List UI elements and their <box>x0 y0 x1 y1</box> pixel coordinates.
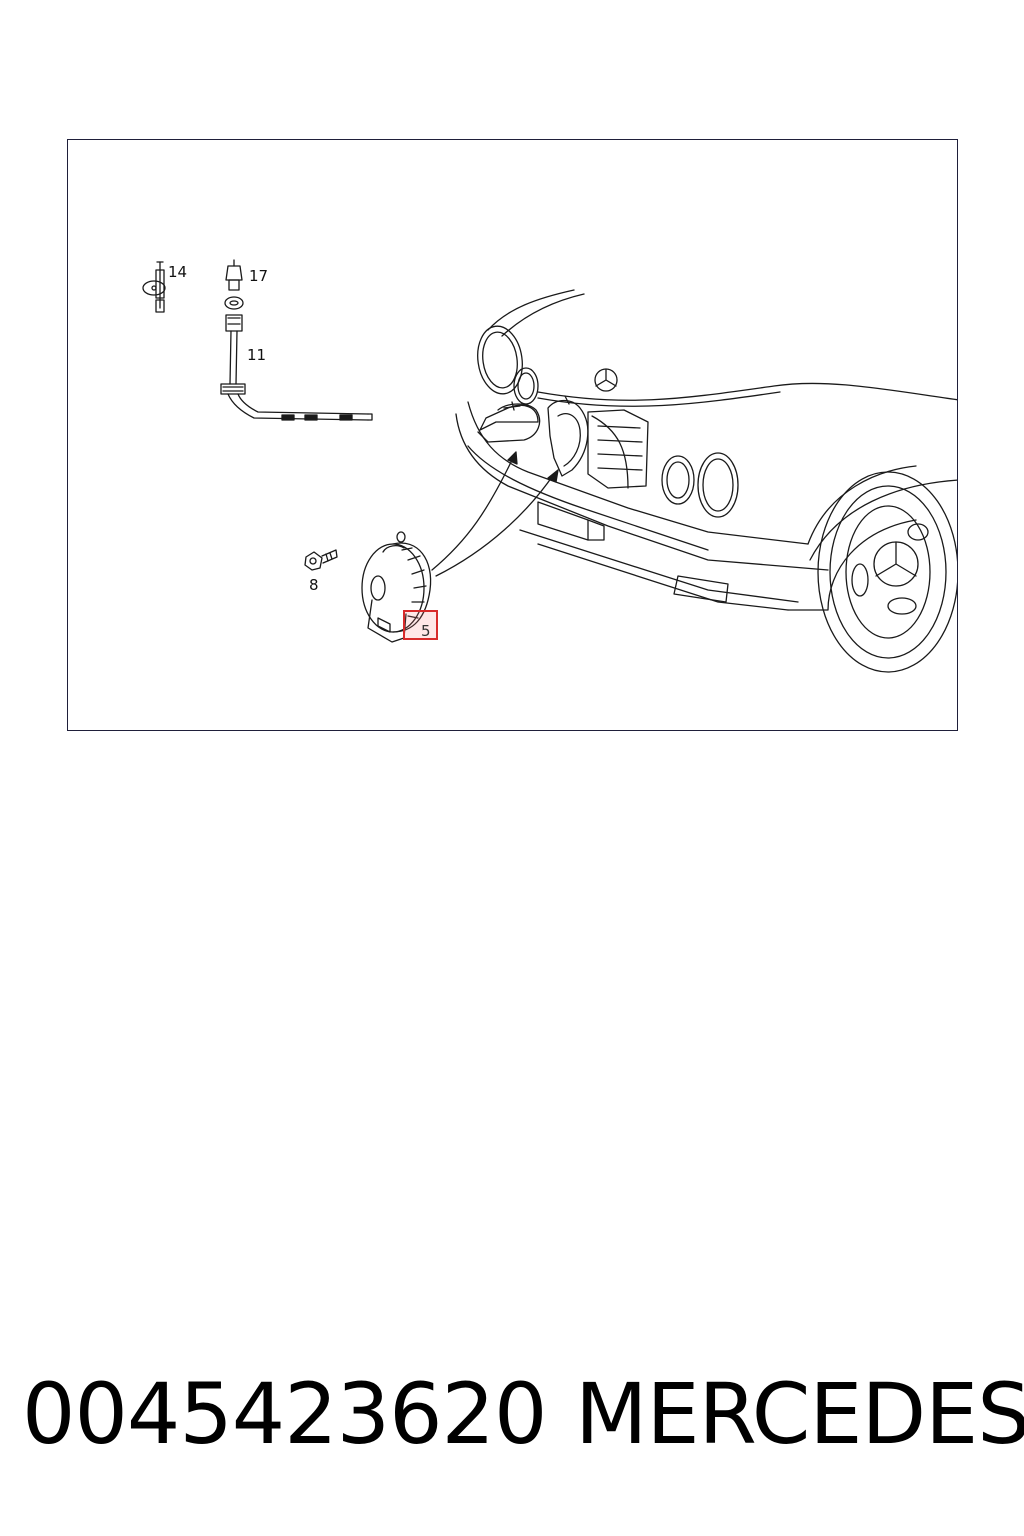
part-17-connector <box>224 259 244 310</box>
part-number: 0045423620 <box>22 1365 547 1463</box>
car-front-outline <box>455 289 957 673</box>
callout-11: 11 <box>247 346 267 364</box>
callout-5-highlight-box[interactable] <box>403 610 438 640</box>
part-14-stud <box>142 261 166 313</box>
diagram-frame: 14 17 11 8 5 <box>67 139 958 731</box>
caption: 0045423620 MERCEDES <box>22 1365 1024 1472</box>
install-arrows <box>431 451 559 577</box>
part-11-cable-harness <box>220 314 373 421</box>
callout-17: 17 <box>249 267 269 285</box>
brand-name: MERCEDES <box>575 1365 1024 1463</box>
callout-14: 14 <box>168 263 188 281</box>
callout-5: 5 <box>421 622 431 640</box>
part-8-bolt <box>304 549 338 571</box>
mounted-horns <box>477 395 589 477</box>
callout-8: 8 <box>309 576 319 594</box>
exploded-parts-drawing <box>142 259 957 673</box>
